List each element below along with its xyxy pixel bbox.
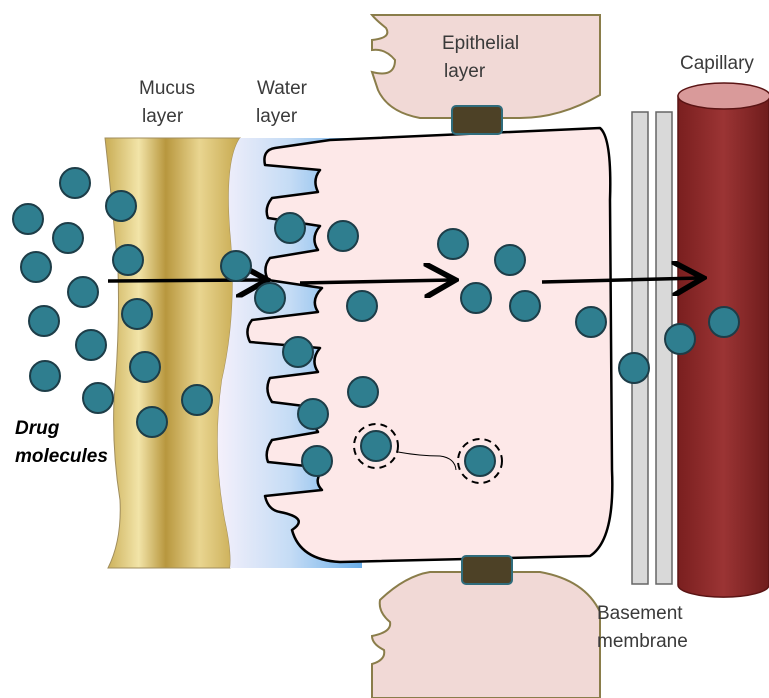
neighbor-cell-bottom [372, 572, 600, 698]
drug-label-line1: Drug [15, 418, 60, 439]
drug-label-line2: molecules [15, 446, 108, 467]
drug-molecule [348, 377, 378, 407]
water-label-line1: Water [257, 78, 308, 99]
drug-molecule [275, 213, 305, 243]
drug-molecule [53, 223, 83, 253]
drug-molecule [302, 446, 332, 476]
drug-molecule [83, 383, 113, 413]
drug-molecule [328, 221, 358, 251]
mucus-label-line1: Mucus [139, 78, 195, 99]
drug-molecule [60, 168, 90, 198]
capillary-label: Capillary [680, 53, 754, 74]
drug-molecule [221, 251, 251, 281]
neighbor-cell-top [372, 15, 600, 118]
basement-membrane-strip-1 [632, 112, 648, 584]
drug-molecule [13, 204, 43, 234]
drug-molecule [255, 283, 285, 313]
water-label-line2: layer [256, 106, 298, 127]
drug-molecule [29, 306, 59, 336]
tight-junction-bottom [462, 556, 512, 584]
basement-label-line2: membrane [597, 631, 688, 652]
drug-molecule [619, 353, 649, 383]
drug-molecule [76, 330, 106, 360]
drug-molecule [461, 283, 491, 313]
drug-molecule [465, 446, 495, 476]
drug-molecule [130, 352, 160, 382]
drug-molecule [68, 277, 98, 307]
drug-molecule [182, 385, 212, 415]
drug-molecule [283, 337, 313, 367]
drug-molecule [438, 229, 468, 259]
drug-molecule [347, 291, 377, 321]
basement-label-line1: Basement [597, 603, 683, 624]
drug-molecule [30, 361, 60, 391]
drug-molecule [113, 245, 143, 275]
drug-molecule [361, 431, 391, 461]
epithelial-label-line1: Epithelial [442, 33, 519, 54]
mucus-label-line2: layer [142, 106, 184, 127]
drug-molecule [510, 291, 540, 321]
capillary-opening [678, 83, 769, 109]
drug-molecule [122, 299, 152, 329]
drug-molecule [495, 245, 525, 275]
drug-molecule [21, 252, 51, 282]
drug-molecule [665, 324, 695, 354]
drug-molecule [137, 407, 167, 437]
tight-junction-top [452, 106, 502, 134]
epithelial-label-line2: layer [444, 61, 486, 82]
drug-molecule [709, 307, 739, 337]
drug-molecule [298, 399, 328, 429]
drug-molecule [576, 307, 606, 337]
drug-molecule [106, 191, 136, 221]
